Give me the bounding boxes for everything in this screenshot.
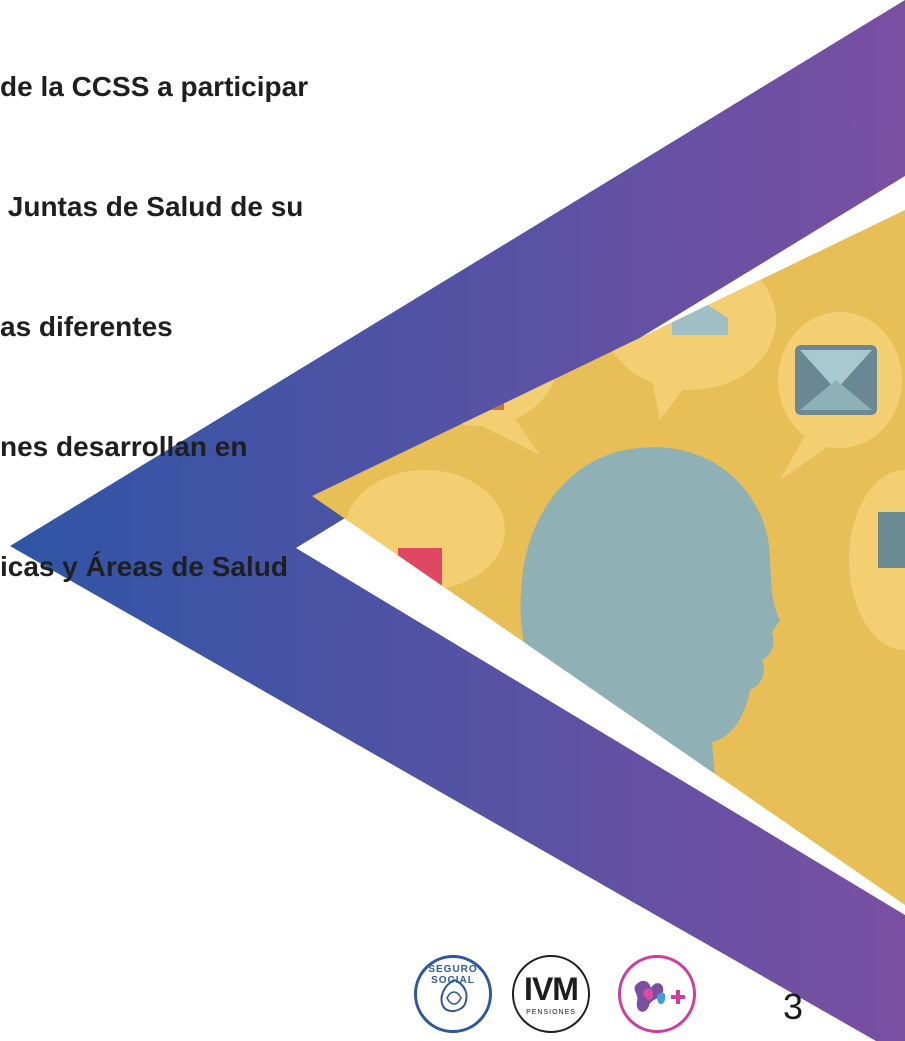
body-text-line: nes desarrollan en bbox=[0, 431, 248, 462]
speech-bubble bbox=[849, 470, 905, 650]
page-number: 3 bbox=[783, 986, 804, 1027]
footer-logos: SEGURO SOCIAL IVM PENSIONES bbox=[414, 955, 824, 1041]
seguro-social-logo: SEGURO SOCIAL bbox=[414, 955, 492, 1033]
ivm-logo: IVM PENSIONES bbox=[512, 955, 590, 1033]
body-text-line: as diferentes bbox=[0, 311, 173, 342]
speech-bubble bbox=[778, 312, 902, 480]
body-text-line: icas y Áreas de Salud bbox=[0, 551, 288, 582]
b-plus-icon bbox=[634, 980, 685, 1012]
body-text: de la CCSS a participar Juntas de Salud … bbox=[0, 0, 440, 667]
ivm-logo-text: IVM bbox=[524, 971, 579, 1007]
body-text-line: Juntas de Salud de su bbox=[0, 191, 304, 222]
b-plus-logo bbox=[618, 955, 696, 1033]
ivm-logo-subtext: PENSIONES bbox=[526, 1009, 576, 1016]
seguro-emblem-icon bbox=[440, 978, 468, 1012]
body-text-line: de la CCSS a participar bbox=[0, 71, 309, 102]
